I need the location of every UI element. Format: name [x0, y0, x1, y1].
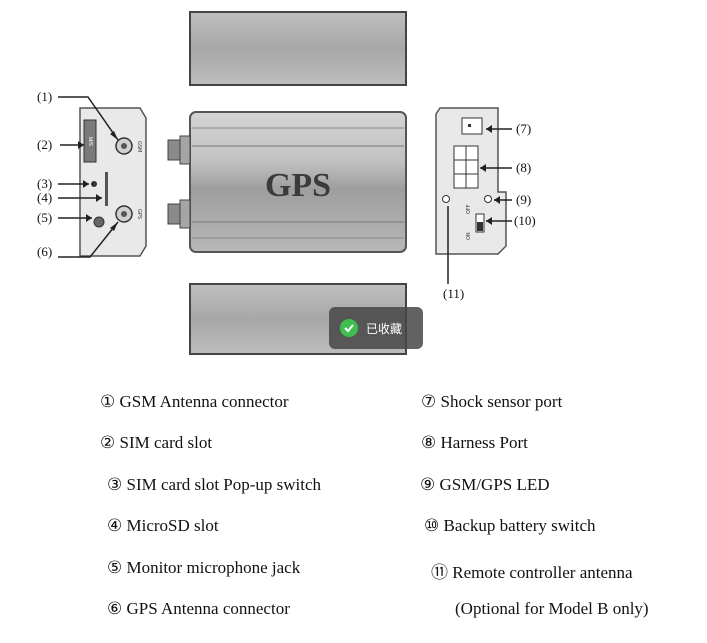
legend-item-11: ⑪ Remote controller antenna	[431, 563, 633, 582]
left-end-panel: SIM GSM GPS	[79, 107, 147, 257]
callout-3: (3)	[37, 176, 52, 191]
led-left	[442, 195, 450, 203]
gsm-gps-led	[484, 195, 492, 203]
right-end-panel: ON OFF	[435, 107, 507, 255]
switch-off-label: OFF	[466, 204, 472, 214]
callout-9: (9)	[516, 192, 531, 207]
legend-item-11-note: (Optional for Model B only)	[455, 599, 649, 618]
callout-5: (5)	[37, 210, 52, 225]
toast-text: 已收藏	[366, 321, 403, 336]
legend-item-3: ③ SIM card slot Pop-up switch	[107, 475, 322, 494]
microsd-slot	[105, 172, 108, 206]
gps-body-label: GPS	[265, 167, 331, 204]
shock-sensor-port	[461, 117, 483, 135]
leader-arrows	[78, 125, 500, 231]
sim-popup-switch	[91, 181, 97, 187]
leader-lines	[58, 96, 512, 284]
body-gsm-connector	[167, 135, 191, 165]
top-cover-plate	[189, 11, 407, 86]
callout-2: (2)	[37, 137, 52, 152]
legend-item-4: ④ MicroSD slot	[107, 516, 219, 535]
gps-port-label: GPS	[136, 209, 142, 219]
sim-card-slot	[83, 119, 97, 163]
device-body: GPS	[189, 111, 407, 253]
legend-item-1: ① GSM Antenna connector	[100, 392, 289, 411]
body-gps-connector	[167, 199, 191, 229]
callout-8: (8)	[516, 160, 531, 175]
legend-item-5: ⑤ Monitor microphone jack	[107, 558, 301, 577]
microphone-jack	[93, 216, 105, 228]
legend-item-10: ⑩ Backup battery switch	[424, 516, 596, 535]
callout-6: (6)	[37, 244, 52, 259]
gsm-port-label: GSM	[136, 141, 142, 152]
legend-item-2: ② SIM card slot	[100, 433, 213, 452]
saved-toast: 已收藏	[329, 307, 423, 349]
callout-4: (4)	[37, 190, 52, 205]
legend-item-7: ⑦ Shock sensor port	[421, 392, 563, 411]
callout-7: (7)	[516, 121, 531, 136]
switch-on-label: ON	[466, 232, 472, 240]
check-icon	[340, 319, 358, 337]
legend-item-8: ⑧ Harness Port	[421, 433, 528, 452]
sim-slot-label: SIM	[89, 137, 95, 146]
device-diagram: GPS SIM GSM GPS ON OFF	[37, 11, 536, 355]
callout-1: (1)	[37, 89, 52, 104]
callout-11: (11)	[443, 286, 464, 301]
callout-10: (10)	[514, 213, 536, 228]
legend-item-6: ⑥ GPS Antenna connector	[107, 599, 290, 618]
legend-item-9: ⑨ GSM/GPS LED	[420, 475, 550, 494]
